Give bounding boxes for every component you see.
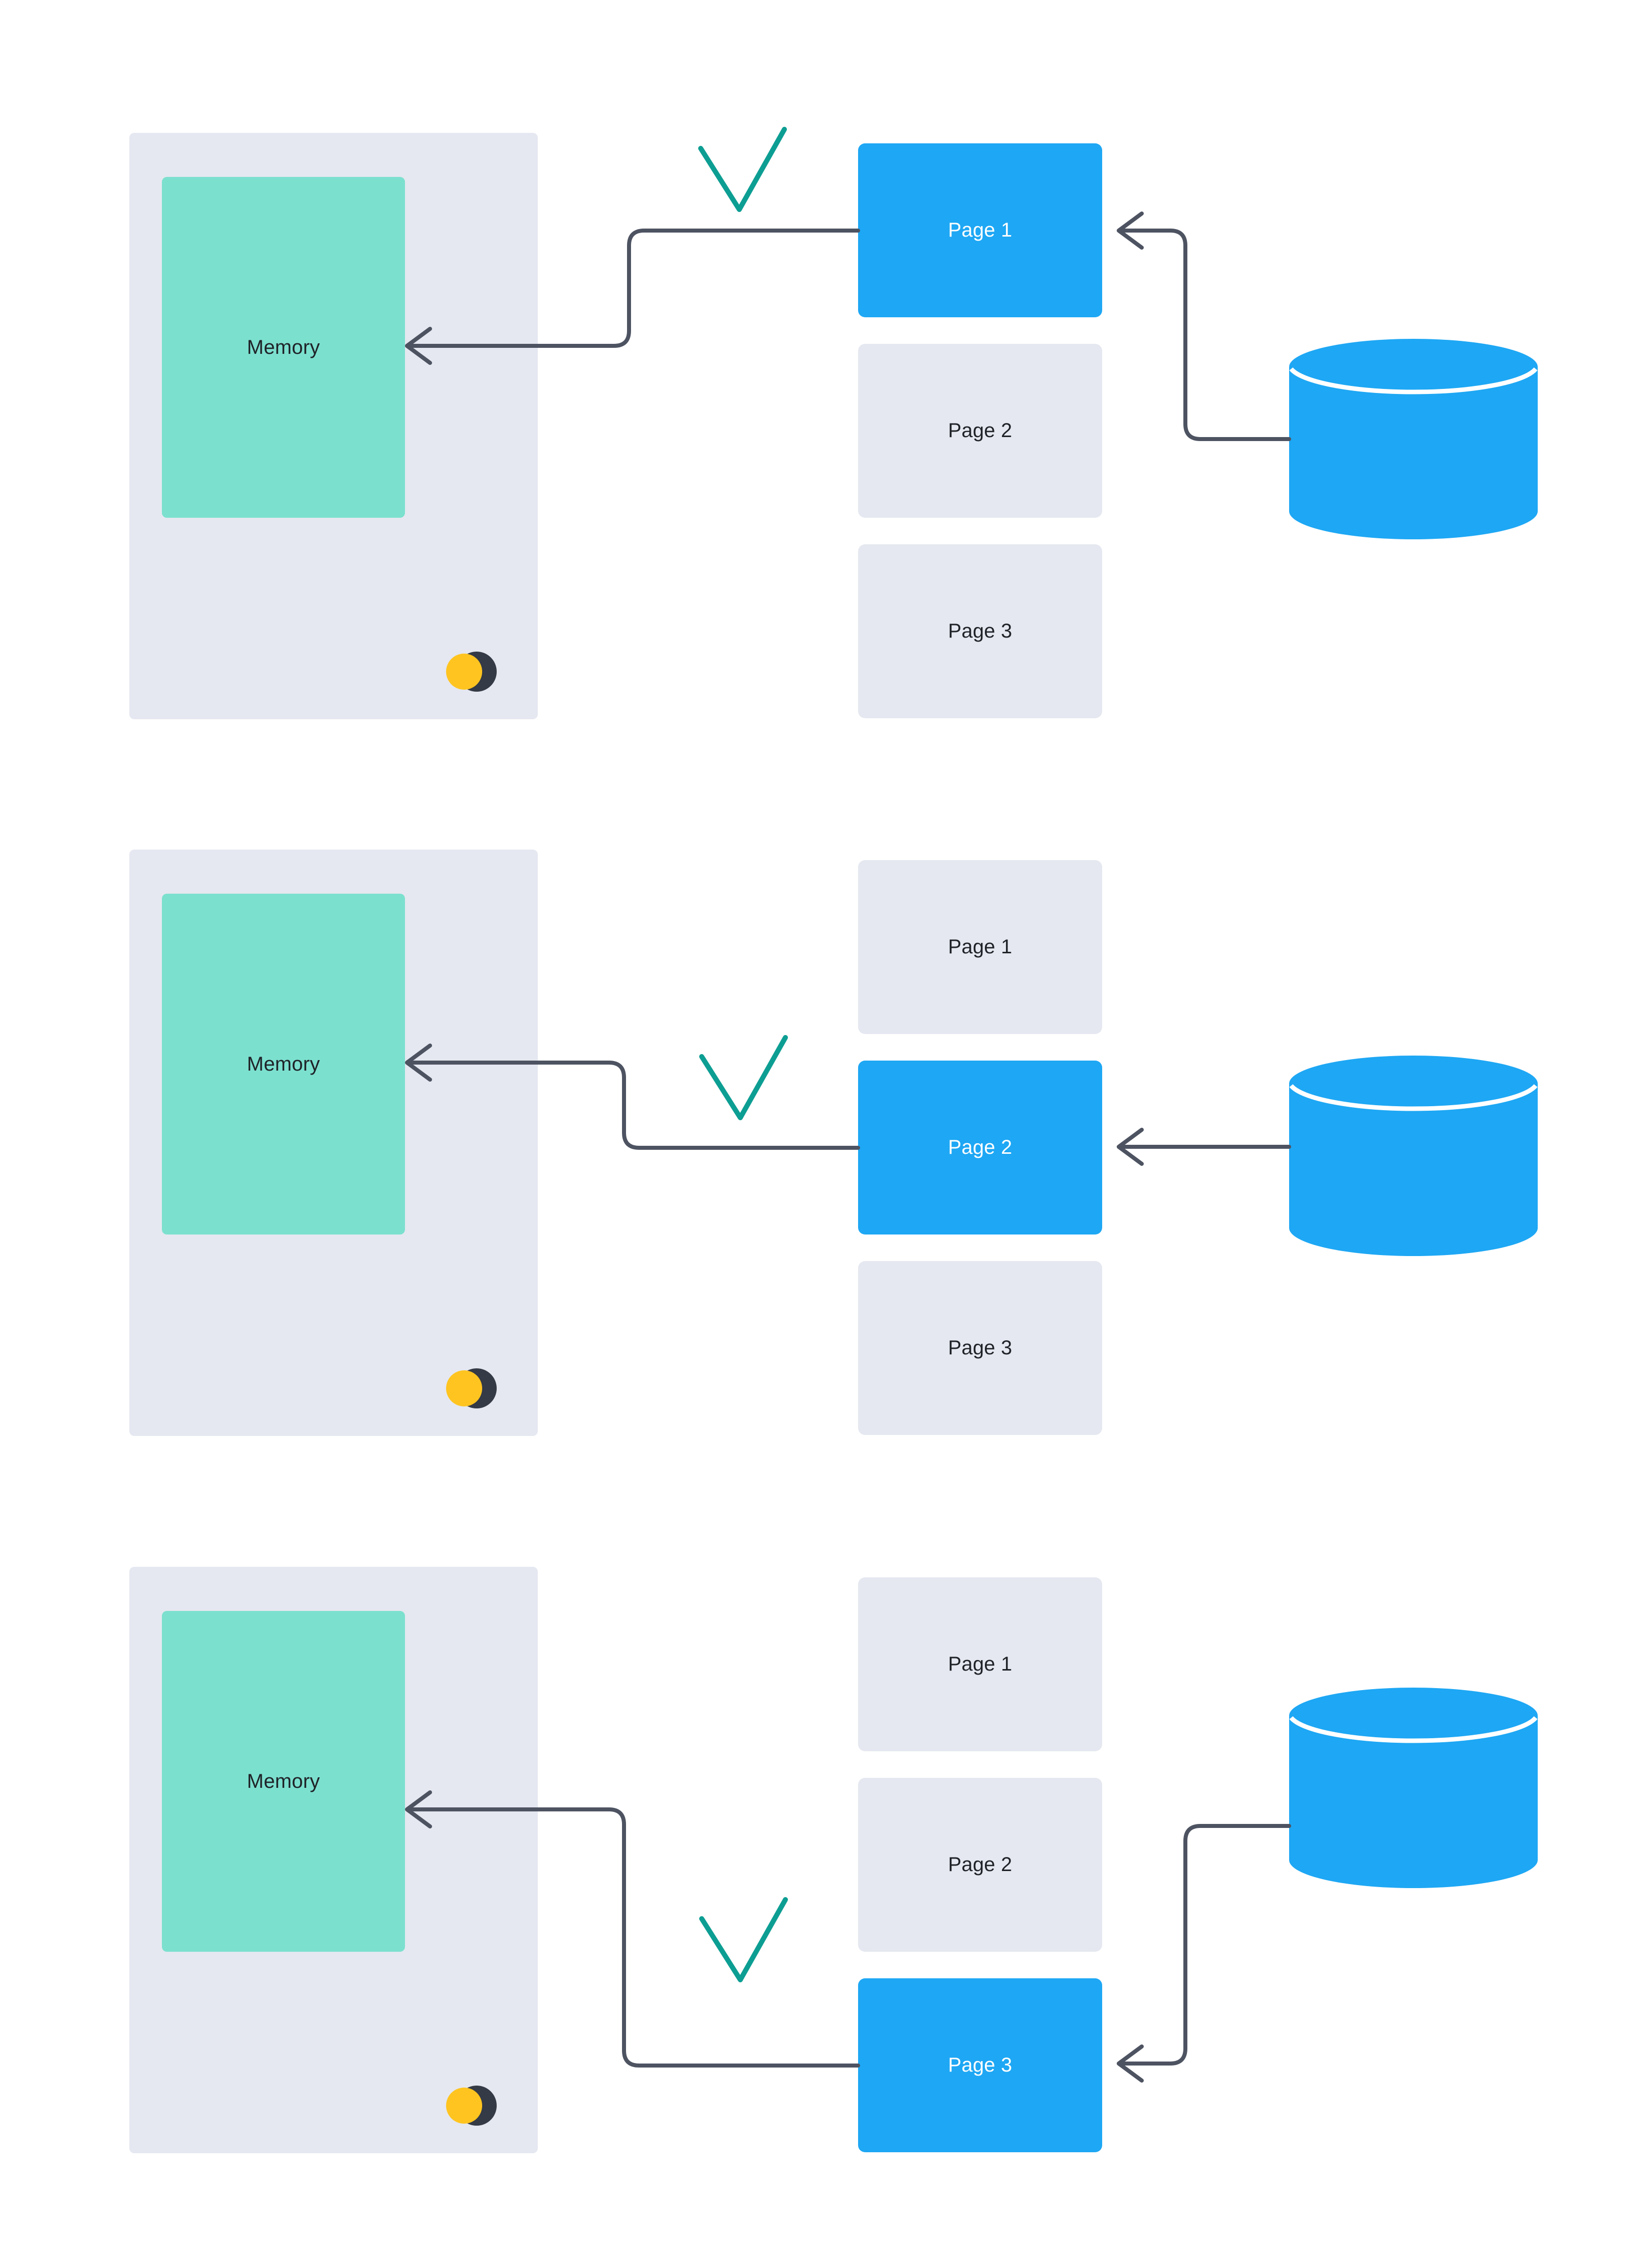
page-box-2[interactable]: Page 2 [858,1061,1102,1235]
page-label: Page 3 [948,2054,1012,2076]
page-box-1[interactable]: Page 1 [858,143,1102,317]
data-source-cylinder[interactable]: Data Source [1289,1056,1652,1256]
page-box-2[interactable]: Page 2 [858,344,1102,518]
step-3-panel: Memory Page 1 Page 2 Page 3 [0,1434,1652,2186]
page-label: Page 2 [948,1136,1012,1158]
step-1-panel: Memory Page 1 Page 2 Page 3 [0,0,1652,752]
page-box-3[interactable]: Page 3 [858,1261,1102,1435]
page-label: Page 1 [948,219,1012,241]
data-source-label: Data Source [1605,1146,1652,1168]
step-2-panel: Memory Page 1 Page 2 Page 3 [0,717,1652,1469]
page-label: Page 3 [948,620,1012,642]
database-cylinder-icon [1289,339,1538,539]
page-label: Page 1 [948,1653,1012,1675]
memory-block: Memory [162,177,405,518]
page-label: Page 3 [948,1337,1012,1359]
memory-block: Memory [162,1611,405,1952]
data-source-label: Data Source [1605,1778,1652,1800]
database-cylinder-icon [1289,1056,1538,1256]
data-source-cylinder[interactable]: Data Source [1289,339,1652,539]
page-box-3[interactable]: Page 3 [858,544,1102,718]
memory-label: Memory [247,1053,320,1075]
eclipse-logo-icon [440,1351,515,1426]
page-box-1[interactable]: Page 1 [858,1577,1102,1751]
memory-container: Memory [129,1567,538,2153]
database-cylinder-icon [1289,1688,1538,1888]
page-label: Page 1 [948,936,1012,958]
eclipse-logo-icon [440,634,515,709]
data-source-label: Data Source [1605,429,1652,451]
page-label: Page 2 [948,420,1012,442]
page-box-2[interactable]: Page 2 [858,1778,1102,1952]
memory-container: Memory [129,850,538,1436]
eclipse-logo-icon [440,2068,515,2143]
memory-label: Memory [247,336,320,358]
data-source-cylinder[interactable]: Data Source [1289,1688,1652,1888]
memory-container: Memory [129,133,538,719]
memory-label: Memory [247,1770,320,1792]
memory-block: Memory [162,894,405,1235]
page-box-1[interactable]: Page 1 [858,860,1102,1034]
page-label: Page 2 [948,1854,1012,1876]
page-box-3[interactable]: Page 3 [858,1978,1102,2152]
